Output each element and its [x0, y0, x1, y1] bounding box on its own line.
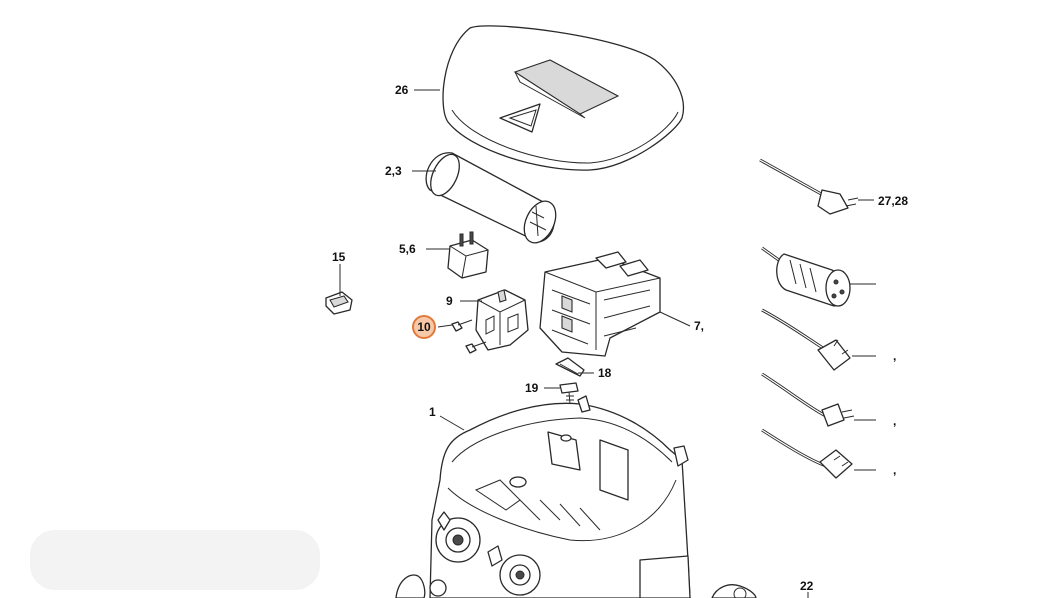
label-5-6[interactable]: 5,6 — [399, 242, 416, 256]
cable-plug-cee[interactable] — [761, 246, 876, 307]
cable-plug-uk[interactable] — [761, 308, 876, 371]
label-1[interactable]: 1 — [429, 405, 436, 419]
label-22[interactable]: 22 — [800, 579, 814, 593]
label-comma-2: , — [893, 414, 896, 428]
label-10-highlighted[interactable]: 10 — [412, 315, 436, 339]
cable-27-28-plug[interactable] — [759, 158, 859, 215]
label-7[interactable]: 7, — [694, 319, 704, 333]
cable-plug-us[interactable] — [761, 372, 876, 427]
part-7-contactor[interactable] — [539, 251, 661, 357]
part-10-screws[interactable] — [451, 319, 487, 354]
part-18-bracket[interactable] — [555, 357, 585, 377]
label-27-28[interactable]: 27,28 — [878, 194, 908, 208]
label-2-3[interactable]: 2,3 — [385, 164, 402, 178]
part-19-screw[interactable] — [559, 382, 579, 405]
part-15-clip[interactable] — [325, 291, 353, 315]
part-bottom-left-wheel[interactable] — [395, 574, 447, 598]
part-26-top-cover[interactable] — [442, 25, 684, 171]
faint-background-shape — [30, 530, 320, 590]
label-18[interactable]: 18 — [598, 366, 612, 380]
part-2-3-capacitor[interactable] — [425, 150, 562, 248]
label-19[interactable]: 19 — [525, 381, 539, 395]
label-comma-3: , — [893, 463, 896, 477]
leader-lines — [339, 89, 874, 598]
part-5-6-relay[interactable] — [447, 231, 489, 279]
label-15[interactable]: 15 — [332, 250, 346, 264]
label-9[interactable]: 9 — [446, 294, 453, 308]
label-comma-1: , — [893, 349, 896, 363]
label-26[interactable]: 26 — [395, 83, 409, 97]
part-22-fitting[interactable] — [711, 584, 757, 598]
cable-plug-au[interactable] — [761, 428, 876, 479]
part-9-switch[interactable] — [475, 289, 529, 351]
highlight-circle[interactable] — [412, 315, 436, 339]
part-1-housing[interactable] — [429, 395, 691, 598]
label-10[interactable]: 10 — [417, 320, 431, 334]
